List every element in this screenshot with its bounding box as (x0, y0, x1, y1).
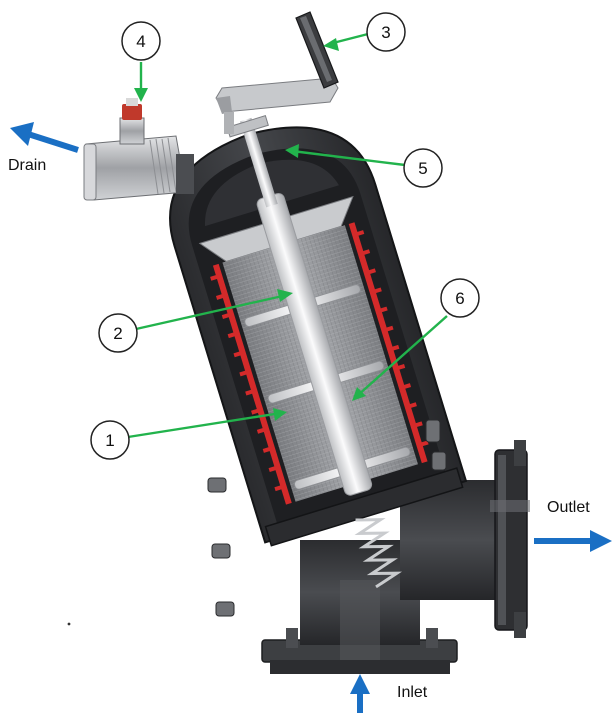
callout-number: 6 (455, 289, 464, 308)
inlet-label: Inlet (397, 684, 428, 701)
leader-line-2 (135, 293, 288, 331)
leader-line-5 (291, 149, 406, 167)
drain-label: Drain (8, 157, 46, 174)
arrowhead-2 (277, 289, 293, 302)
arrowhead-5 (285, 144, 299, 158)
arrowhead-6 (352, 387, 366, 401)
dot-mark (67, 622, 71, 626)
arrow-up-left-icon (10, 122, 79, 153)
arrow-right-icon (534, 530, 612, 552)
callout-5: 5 (403, 148, 443, 188)
callout-1: 1 (90, 420, 130, 460)
filter-housing (169, 115, 468, 589)
callout-number: 3 (381, 23, 390, 42)
outlet-pipe (400, 440, 530, 638)
arrowhead-3 (323, 38, 339, 51)
arrowhead-1 (273, 408, 287, 421)
housing-fasteners (207, 419, 447, 617)
arrowhead-4 (134, 88, 148, 102)
seal-strip-right (348, 222, 429, 464)
callout-number: 5 (418, 159, 427, 178)
arrow-up-icon (350, 674, 370, 713)
leader-lines (127, 32, 448, 439)
callout-6: 6 (440, 278, 480, 318)
drain-valve (83, 98, 194, 201)
leader-arrowheads (134, 38, 366, 421)
callout-number: 4 (136, 32, 145, 51)
spring (354, 518, 403, 589)
callout-3: 3 (366, 12, 406, 52)
callout-number: 2 (113, 324, 122, 343)
callout-number: 1 (105, 431, 114, 450)
crank-handle (215, 11, 339, 134)
valve-cap (122, 104, 142, 120)
crank-grip (295, 11, 339, 89)
callout-4: 4 (121, 21, 161, 61)
outlet-label: Outlet (547, 499, 590, 516)
seal-strip-left (210, 263, 292, 505)
leader-line-1 (127, 411, 282, 439)
callout-2: 2 (98, 313, 138, 353)
leader-line-6 (356, 315, 448, 397)
inlet-pipe (261, 540, 458, 674)
